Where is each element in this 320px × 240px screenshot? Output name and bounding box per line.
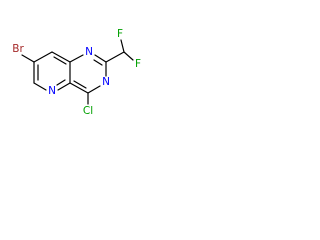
atom-cl: Cl <box>83 105 93 117</box>
bond-c8a-n1 <box>69 54 84 63</box>
atom-n-pyridine: N <box>48 85 56 97</box>
bond-n1-c2-inner <box>93 59 103 66</box>
atom-f-right: F <box>135 58 141 70</box>
bond-n3-c4 <box>87 85 101 94</box>
chemical-structure: Br N N N Cl F F <box>12 28 141 117</box>
bond-c8-c8a <box>51 51 71 63</box>
atom-f-top: F <box>117 28 123 40</box>
bond-c4a-n5-inner <box>56 79 66 86</box>
bond-c7-c8 <box>33 51 53 63</box>
bond-n1-c2 <box>94 54 107 63</box>
bond-c4-c4a <box>69 82 89 94</box>
bond-chf2-f-top <box>120 39 125 53</box>
bond-chf2-f-right <box>123 51 134 61</box>
bond-c7-br <box>21 54 35 63</box>
bond-n5-c6 <box>33 82 47 91</box>
atom-labels: Br N N N Cl F F <box>12 28 141 117</box>
atom-br: Br <box>12 43 24 55</box>
atom-n1: N <box>85 46 93 58</box>
bond-c8-c8a-inner <box>53 56 67 65</box>
bond-c4-c4a-inner <box>73 80 87 89</box>
bond-c2-chf2 <box>105 51 125 63</box>
bonds <box>21 39 134 105</box>
atom-n3: N <box>102 76 110 88</box>
bond-c4a-n5 <box>57 82 71 91</box>
